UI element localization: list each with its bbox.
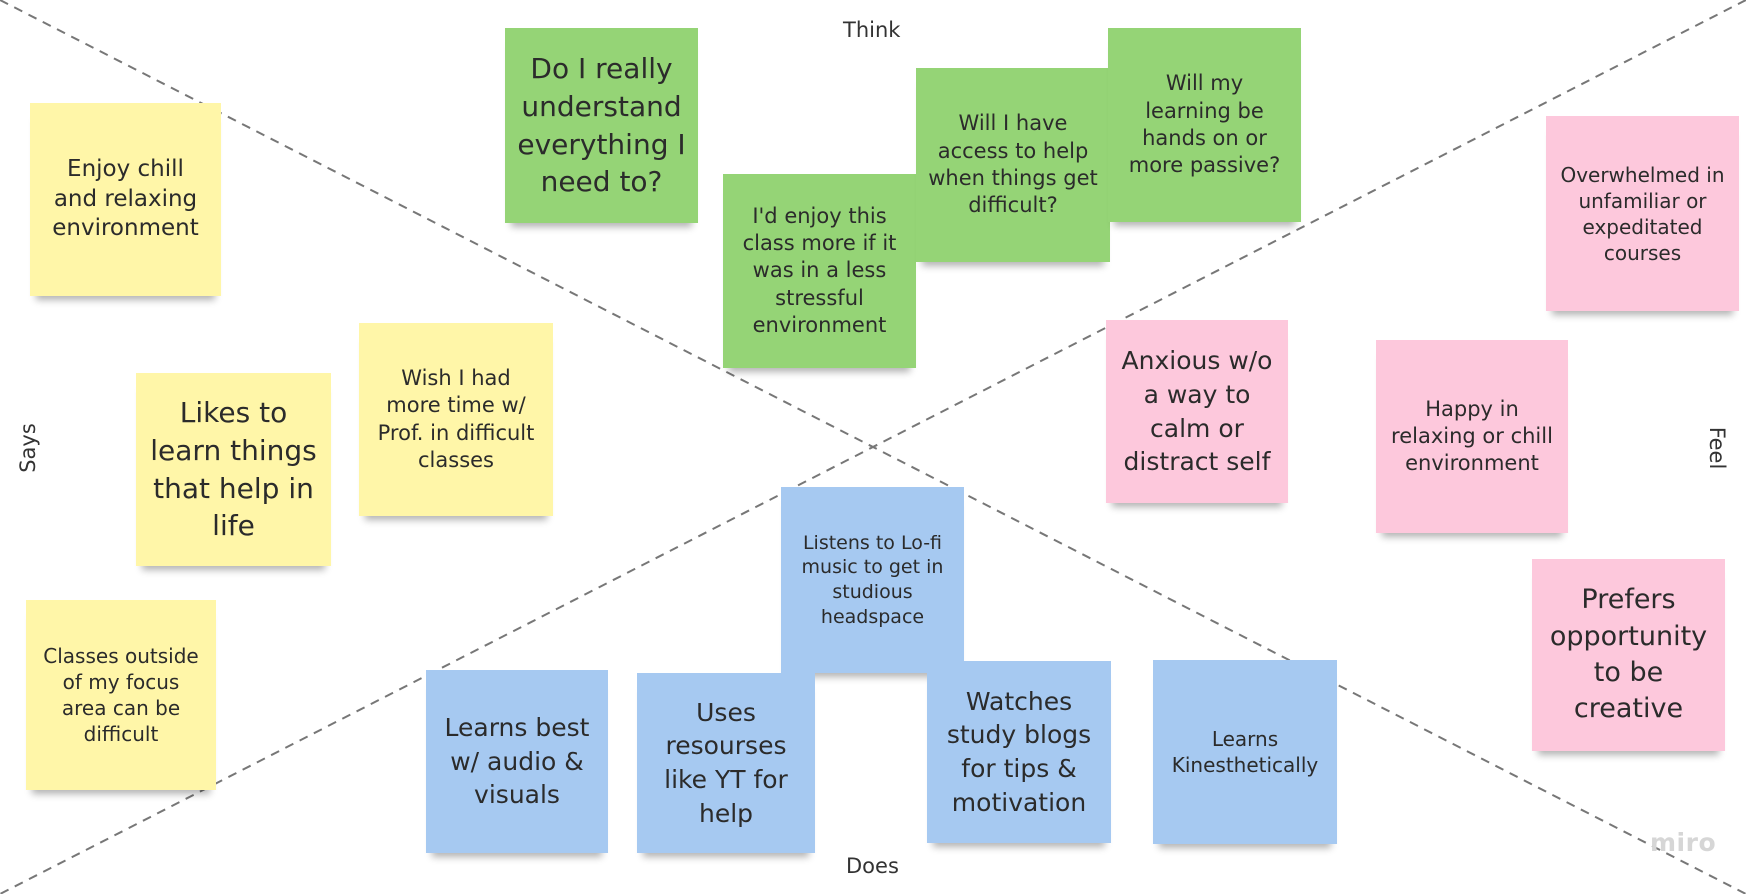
sticky-note-text: Learns Kinesthetically xyxy=(1171,727,1319,777)
sticky-note-text: Overwhelmed in unfamiliar or expeditated… xyxy=(1560,162,1725,265)
sticky-note-does[interactable]: Learns best w/ audio & visuals xyxy=(426,670,608,853)
sticky-note-think[interactable]: Will my learning be hands on or more pas… xyxy=(1108,28,1301,222)
sticky-note-text: Watches study blogs for tips & motivatio… xyxy=(946,686,1092,817)
sticky-note-feel[interactable]: Overwhelmed in unfamiliar or expeditated… xyxy=(1546,116,1739,311)
sticky-note-does[interactable]: Listens to Lo-fi music to get in studiou… xyxy=(781,487,964,673)
sticky-note-text: Classes outside of my focus area can be … xyxy=(43,644,199,746)
sticky-note-feel[interactable]: Anxious w/o a way to calm or distract se… xyxy=(1106,320,1288,503)
sticky-note-feel[interactable]: Prefers opportunity to be creative xyxy=(1532,559,1725,751)
sticky-note-does[interactable]: Watches study blogs for tips & motivatio… xyxy=(927,661,1111,843)
sticky-note-text: Enjoy chill and relaxing environment xyxy=(52,155,199,242)
sticky-note-says[interactable]: Wish I had more time w/ Prof. in difficu… xyxy=(359,323,553,516)
quadrant-label-says: Says xyxy=(16,423,40,473)
sticky-note-text: Anxious w/o a way to calm or distract se… xyxy=(1121,346,1273,477)
sticky-note-does[interactable]: Uses resourses like YT for help xyxy=(637,673,815,853)
sticky-note-text: Uses resourses like YT for help xyxy=(664,697,788,828)
sticky-note-text: Will my learning be hands on or more pas… xyxy=(1128,71,1281,178)
sticky-note-text: Wish I had more time w/ Prof. in difficu… xyxy=(377,365,535,472)
sticky-note-says[interactable]: Enjoy chill and relaxing environment xyxy=(30,103,221,296)
sticky-note-says[interactable]: Classes outside of my focus area can be … xyxy=(26,600,216,790)
sticky-note-does[interactable]: Learns Kinesthetically xyxy=(1153,660,1337,844)
sticky-note-think[interactable]: Do I really understand everything I need… xyxy=(505,28,698,223)
quadrant-label-think: Think xyxy=(843,18,901,42)
quadrant-label-does: Does xyxy=(846,854,899,878)
sticky-note-text: I'd enjoy this class more if it was in a… xyxy=(742,203,897,337)
sticky-note-text: Will I have access to help when things g… xyxy=(928,111,1098,218)
sticky-note-text: Happy in relaxing or chill environment xyxy=(1391,396,1553,476)
sticky-note-text: Prefers opportunity to be creative xyxy=(1549,584,1708,725)
sticky-note-text: Learns best w/ audio & visuals xyxy=(444,712,590,810)
miro-logo: miro xyxy=(1650,828,1717,857)
sticky-note-think[interactable]: I'd enjoy this class more if it was in a… xyxy=(723,174,916,368)
sticky-note-text: Listens to Lo-fi music to get in studiou… xyxy=(801,531,944,628)
sticky-note-says[interactable]: Likes to learn things that help in life xyxy=(136,373,331,566)
sticky-note-text: Likes to learn things that help in life xyxy=(150,395,317,543)
sticky-note-text: Do I really understand everything I need… xyxy=(517,51,686,199)
quadrant-label-feel: Feel xyxy=(1705,426,1729,470)
sticky-note-feel[interactable]: Happy in relaxing or chill environment xyxy=(1376,340,1568,533)
sticky-note-think[interactable]: Will I have access to help when things g… xyxy=(916,68,1110,262)
